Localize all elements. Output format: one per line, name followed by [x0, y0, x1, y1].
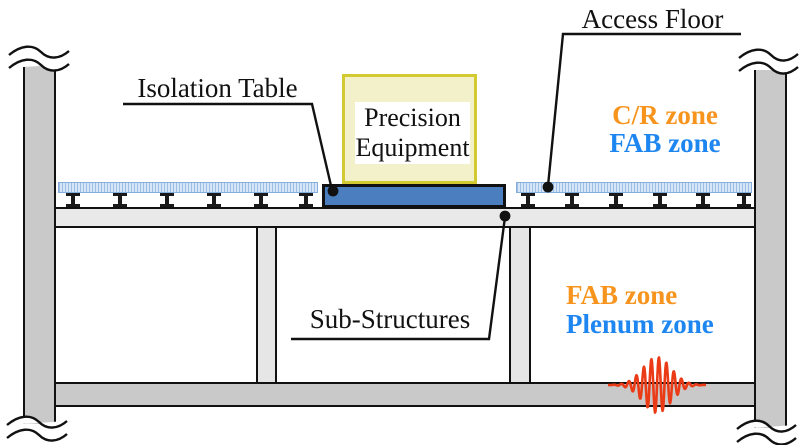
floor-pedestal-icon: [299, 193, 313, 207]
floor-pedestal-icon: [696, 193, 710, 207]
vibration-wave-icon: [608, 356, 706, 414]
cr-zone-label: C/R zone: [612, 100, 718, 130]
pipe-break-icon: [736, 419, 797, 445]
floor-pedestal-icon: [653, 193, 667, 207]
upper-floor-slab: [56, 207, 754, 228]
sub-structures-label: Sub-Structures: [309, 304, 471, 334]
precision-equipment-box: Precision Equipment: [342, 74, 477, 184]
floor-pedestal-icon: [160, 193, 174, 207]
vibration-wave-path: [608, 356, 706, 414]
pipe-break-icon: [8, 45, 70, 72]
floor-pedestal-icon: [207, 193, 221, 207]
pipe-break-icon: [738, 48, 799, 75]
pipe-break-icon: [6, 415, 68, 442]
isolation-table-leader-line: [123, 102, 334, 191]
building-column-left: [23, 66, 56, 424]
access-floor-panel-right: [516, 182, 752, 193]
floor-pedestal-icon: [254, 193, 268, 207]
zone-labels-upper: C/R zone FAB zone: [597, 101, 733, 157]
access-floor-panel-left: [58, 182, 318, 193]
floor-pedestal-icon: [113, 193, 127, 207]
floor-pedestal-icon: [609, 193, 623, 207]
zone-labels-lower: FAB zone Plenum zone: [566, 281, 714, 339]
building-column-right: [754, 70, 787, 428]
plenum-zone-label: Plenum zone: [566, 309, 714, 339]
floor-pedestal-icon: [521, 193, 535, 207]
floor-pedestal-icon: [66, 193, 80, 207]
floor-pedestal-icon: [737, 193, 751, 207]
sub-column-left: [256, 228, 277, 382]
isolation-table-label: Isolation Table: [137, 73, 298, 103]
fab-zone-label-lower: FAB zone: [566, 280, 678, 310]
sub-column-right: [509, 228, 531, 382]
precision-equipment-label: Precision Equipment: [355, 102, 470, 164]
isolation-table: [322, 184, 506, 208]
access-floor-label: Access Floor: [581, 4, 724, 34]
floor-pedestal-icon: [565, 193, 579, 207]
fab-zone-label-upper: FAB zone: [609, 128, 721, 158]
